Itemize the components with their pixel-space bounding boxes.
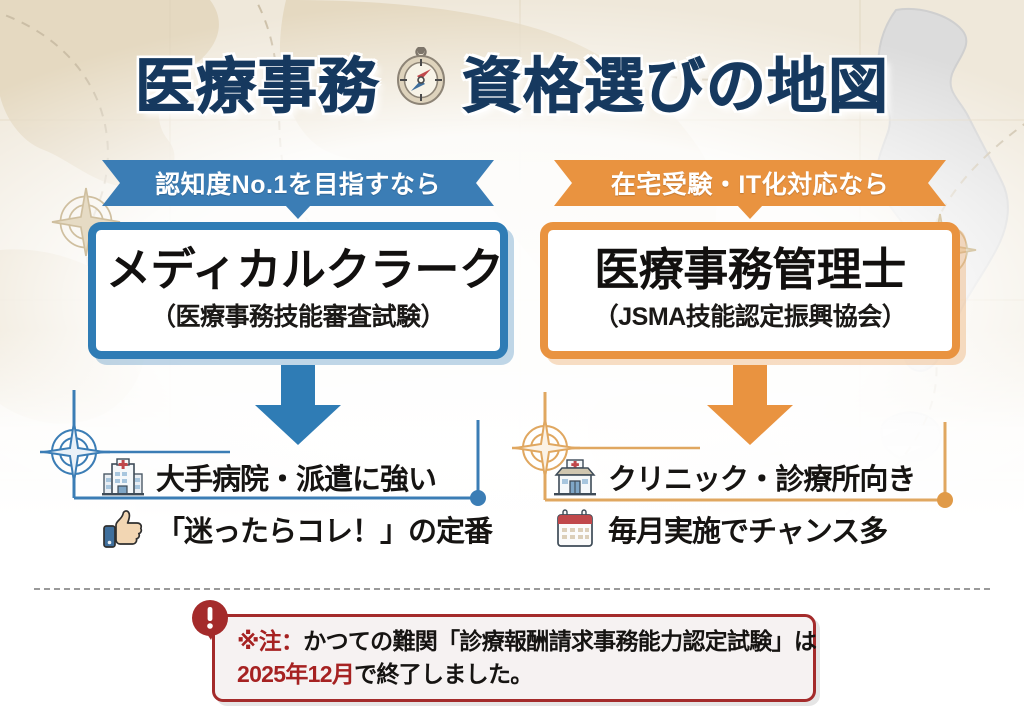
hospital-icon [102, 456, 144, 498]
note-line-1: ※注：かつての難関「診療報酬請求事務能力認定試験」は [237, 625, 817, 658]
card-subtitle: （医療事務技能審査試験） [150, 303, 446, 332]
page-title: 医療事務 資格選びの地 [0, 38, 1024, 125]
ribbon-pointer [737, 205, 763, 219]
bullets-right: クリニック・診療所向き [540, 451, 960, 555]
note-body-1: かつての難関「診療報酬請求事務能力認定試験」は [303, 628, 817, 654]
compass-icon [393, 46, 449, 110]
ribbon-pointer [285, 205, 311, 219]
list-item: 大手病院・派遣に強い [102, 451, 508, 503]
list-item-label: クリニック・診療所向き [608, 464, 916, 497]
down-arrow-icon [255, 365, 341, 446]
card-title: メディカルクラーク [106, 244, 504, 295]
card-medical-admin[interactable]: 医療事務管理士 （JSMA技能認定振興協会） [540, 222, 960, 360]
column-medical-admin: 在宅受験・IT化対応なら 医療事務管理士 （JSMA技能認定振興協会） [540, 160, 960, 555]
card-subtitle: （JSMA技能認定振興協会） [593, 303, 907, 332]
ribbon-right-label: 在宅受験・IT化対応なら [610, 171, 890, 199]
section-divider [34, 588, 990, 590]
bullets-left: 大手病院・派遣に強い 「迷ったらコレ！」の定番 [88, 451, 508, 555]
arrow-head [707, 405, 793, 446]
list-item: 「迷ったらコレ！」の定番 [102, 503, 508, 555]
list-item-label: 「迷ったらコレ！」の定番 [156, 516, 493, 549]
note-date: 2025年12月 [237, 660, 355, 687]
ribbon-left: 認知度No.1を目指すなら [102, 160, 494, 219]
note-line-2: 2025年12月で終了しました。 [237, 658, 799, 691]
arrow-stem [733, 365, 767, 410]
list-item: クリニック・診療所向き [554, 451, 960, 503]
ribbon-right: 在宅受験・IT化対応なら [554, 160, 946, 219]
ribbon-left-label: 認知度No.1を目指すなら [155, 171, 441, 199]
clinic-icon [554, 456, 596, 498]
note-box: ※注：かつての難関「診療報酬請求事務能力認定試験」は 2025年12月で終了しま… [192, 600, 817, 703]
page-title-left: 医療事務 [135, 53, 380, 121]
arrow-stem [281, 365, 315, 410]
down-arrow-icon [707, 365, 793, 446]
exclamation-badge-icon [192, 600, 228, 640]
page-title-right: 資格選びの地図 [461, 53, 889, 121]
card-title: 医療事務管理士 [594, 244, 906, 295]
list-item-label: 毎月実施でチャンス多 [608, 516, 888, 549]
note-body-2: で終了しました。 [354, 660, 533, 687]
column-medical-clerk: 認知度No.1を目指すなら メディカルクラーク （医療事務技能審査試験） [88, 160, 508, 555]
calendar-icon [554, 508, 596, 550]
thumbs-up-icon [102, 508, 144, 550]
note-prefix: ※注： [237, 628, 304, 654]
card-medical-clerk[interactable]: メディカルクラーク （医療事務技能審査試験） [88, 222, 508, 360]
list-item-label: 大手病院・派遣に強い [156, 464, 437, 497]
arrow-head [255, 405, 341, 446]
list-item: 毎月実施でチャンス多 [554, 503, 960, 555]
